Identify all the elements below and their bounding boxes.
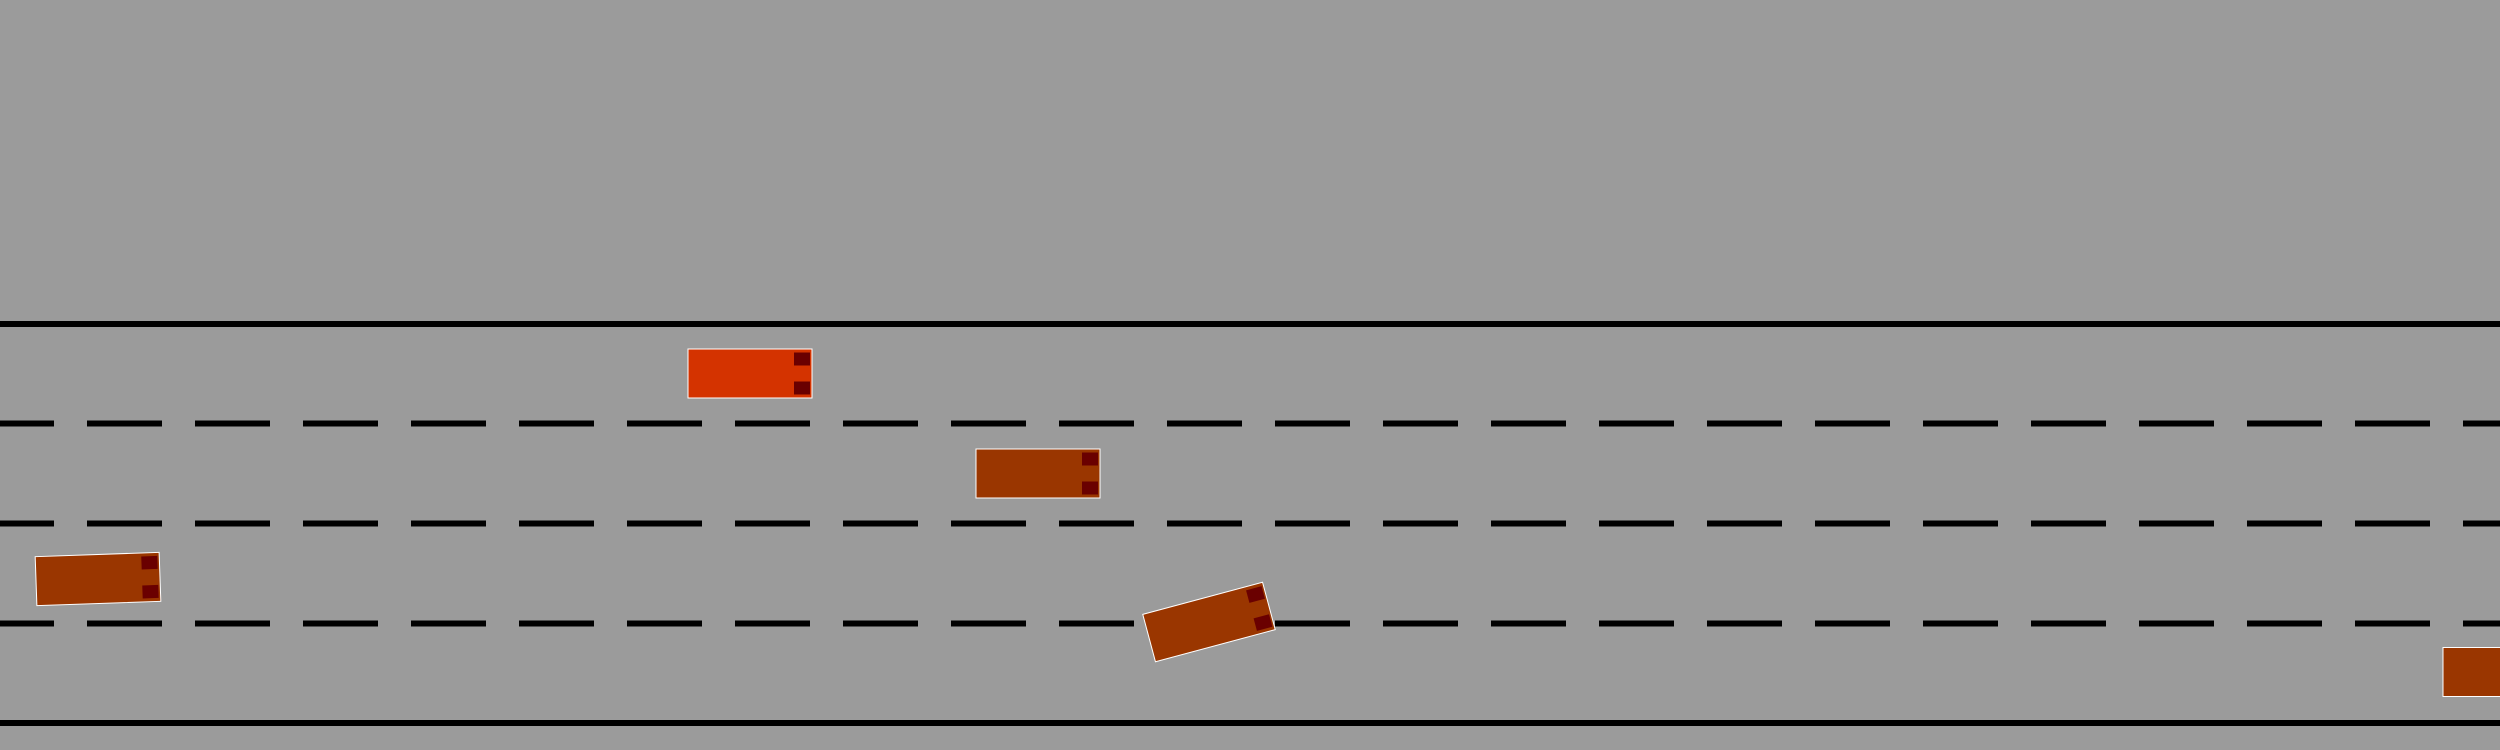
headlight-icon — [794, 381, 810, 395]
vehicle-body — [1142, 581, 1276, 663]
vehicle-body — [687, 348, 813, 399]
vehicle-body — [975, 448, 1101, 499]
headlight-icon — [1082, 452, 1098, 466]
ego-vehicle — [687, 348, 813, 399]
headlight-icon — [1082, 481, 1098, 495]
vehicle-body — [2442, 647, 2500, 697]
vehicle-body — [34, 551, 162, 607]
headlight-icon — [1253, 614, 1273, 631]
headlight-icon — [141, 555, 158, 570]
vehicle-1 — [975, 448, 1101, 499]
headlight-icon — [794, 352, 810, 366]
vehicle-4 — [2442, 647, 2500, 697]
vehicle-3 — [1142, 581, 1276, 663]
headlight-icon — [142, 584, 159, 599]
vehicles — [34, 348, 2500, 697]
headlight-icon — [1246, 586, 1265, 603]
vehicle-2 — [34, 551, 162, 607]
